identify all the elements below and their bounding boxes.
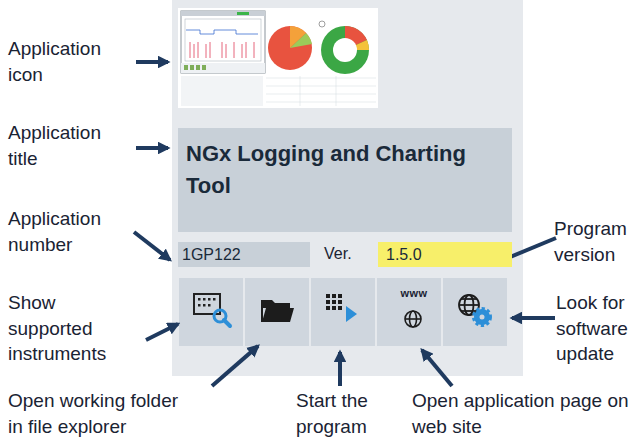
www-icon-text: www (398, 287, 430, 300)
tile-panel (172, 0, 523, 376)
application-icon (178, 8, 378, 108)
callout-label: Application icon (8, 36, 130, 87)
callout-label: Look for software update (556, 290, 640, 367)
node-text: 1GP122 (182, 245, 306, 264)
node-text: 1.5.0 (386, 245, 504, 264)
version-box: 1.5.0 (378, 242, 512, 267)
icon-buttons (179, 278, 507, 346)
callout-label: Open working folder in file explorer (8, 388, 198, 439)
title-band: NGx Logging and Charting Tool (178, 128, 512, 232)
update-icon (459, 295, 490, 325)
callout-label: Open application page on web site (412, 388, 636, 439)
version-prefix: Ver. (324, 244, 370, 263)
callout-label: Application title (8, 120, 130, 171)
callout-label: Application number (8, 206, 138, 257)
web-globe-icon (405, 311, 421, 327)
leader-arrows (134, 62, 556, 386)
node-text: NGx Logging and Charting Tool (186, 138, 504, 202)
start-icon (326, 294, 357, 322)
folder-icon (262, 300, 294, 322)
callout-label: Program version (554, 216, 640, 267)
instruments-icon (194, 294, 230, 326)
number-box: 1GP122 (178, 242, 310, 267)
callout-label: Show supported instruments (8, 290, 120, 367)
callout-label: Start the program (296, 388, 388, 439)
